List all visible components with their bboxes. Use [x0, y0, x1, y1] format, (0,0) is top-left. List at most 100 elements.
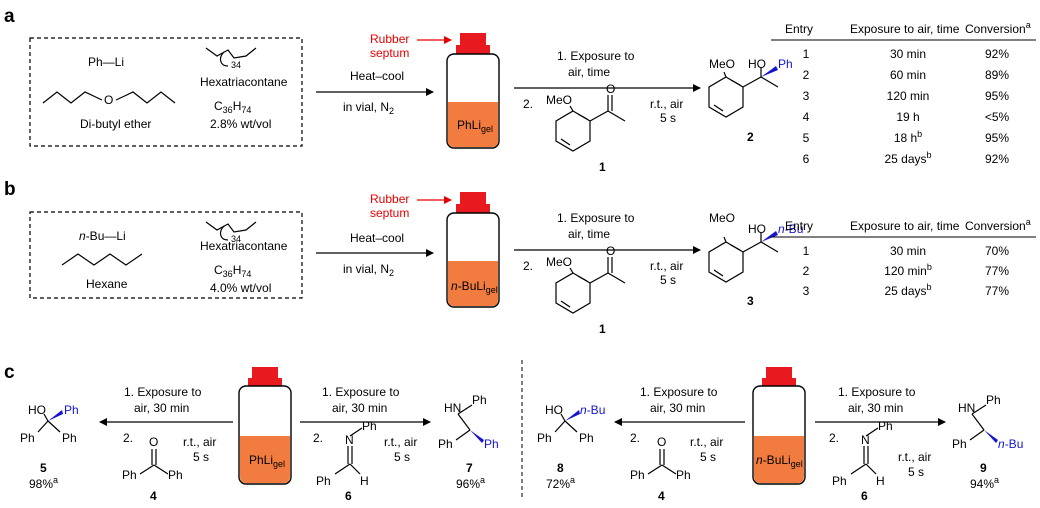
in-vial-label: in vial, N2 — [343, 100, 394, 116]
imine-6-structure — [334, 427, 363, 475]
table-cell-conversion: 89% — [985, 68, 1009, 82]
table-cell-entry: 2 — [803, 68, 810, 82]
step1-label: 1. Exposure to — [124, 385, 202, 399]
vial-label: PhLigel — [457, 118, 493, 134]
step2-number: 2. — [523, 97, 533, 111]
vial-gel — [448, 102, 498, 147]
hexatriacontane-structure — [205, 221, 257, 241]
panel-label: a — [4, 6, 15, 27]
compound-yield: 96%a — [456, 475, 485, 491]
phenyl-label: Ph — [168, 468, 183, 482]
heat-cool-label: Heat–cool — [350, 69, 404, 83]
table-cell-entry: 1 — [803, 244, 810, 258]
product-hydroxyl: HO — [545, 403, 563, 417]
product-2-structure — [708, 68, 779, 118]
step2-condition: 5 s — [700, 450, 716, 464]
table-cell-conversion: 92% — [985, 152, 1009, 166]
table-cell-conversion: 77% — [985, 264, 1009, 278]
reaction-arrow-to-5: 1. Exposure to air, 30 min 2. r.t., air … — [99, 385, 233, 464]
septum-label: septum — [370, 206, 409, 220]
compound-number: 9 — [980, 461, 987, 475]
table-cell-conversion: 95% — [985, 89, 1009, 103]
imine-6-structure — [850, 427, 879, 475]
amine-label: HN — [958, 401, 975, 415]
step2-condition: 5 s — [394, 450, 410, 464]
step1-label: 1. Exposure to — [640, 385, 718, 399]
panel-b: b n-Bu—Li Hexane 34 Hexatriacontane C36H… — [4, 179, 1036, 336]
table-cell-time: 25 daysb — [884, 282, 931, 298]
phenyl-label: Ph — [472, 393, 487, 407]
vial-neck — [456, 204, 490, 213]
table-cell-conversion: <5% — [985, 110, 1010, 124]
reagent-box-border — [29, 211, 303, 299]
table-cell-entry: 2 — [803, 264, 810, 278]
step2-condition: r.t., air — [384, 435, 417, 449]
table-header: Entry — [785, 22, 813, 36]
step1-label: air, 30 min — [134, 401, 189, 415]
ketone-oxygen: O — [606, 244, 615, 258]
ketone-methoxy: MeO — [546, 255, 572, 269]
phenyl-label: Ph — [484, 437, 499, 451]
step2-number: 2. — [123, 431, 133, 445]
hexatriacontane-structure — [205, 47, 257, 67]
phenyl-label: Ph — [878, 419, 893, 433]
compound-number: 7 — [466, 461, 473, 475]
reagent-box: Ph—Li O Di-butyl ether 34 Hexatriacontan… — [29, 37, 303, 147]
product-butyl-label: n-Bu — [778, 222, 803, 236]
step2-number: 2. — [829, 431, 839, 445]
butyl-label: n-Bu — [580, 403, 605, 417]
reaction-arrow: 1. Exposure to air, time 2. r.t., air 5 … — [514, 211, 701, 287]
reaction-arrow-to-7: 1. Exposure to air, 30 min 2. r.t., air … — [300, 385, 431, 464]
step2-condition: r.t., air — [650, 97, 683, 111]
compound-number: 3 — [747, 294, 754, 308]
product-hydroxyl: HO — [748, 222, 766, 236]
vial-cap — [766, 367, 792, 379]
gelator-formula: C36H74 — [214, 99, 251, 115]
compound-number: 1 — [599, 322, 606, 336]
imine-nitrogen: N — [861, 433, 870, 447]
ketone-1-structure — [555, 257, 626, 314]
phenyl-label: Ph — [62, 431, 77, 445]
step1-label: 1. Exposure to — [557, 49, 635, 63]
wedge-bond-highlight — [761, 66, 778, 77]
table-header: Entry — [785, 219, 813, 233]
table-cell-time: 19 h — [896, 110, 919, 124]
table-cell-entry: 5 — [803, 131, 810, 145]
phenyl-label: Ph — [630, 468, 645, 482]
phenyl-label: Ph — [579, 431, 594, 445]
table-cell-time: 120 min — [887, 89, 930, 103]
heat-cool-label: Heat–cool — [350, 231, 404, 245]
product-5-structure — [37, 413, 61, 433]
step1-label: air, 30 min — [650, 401, 705, 415]
vial-label: n-BuLigel — [756, 453, 803, 469]
table-cell-time: 60 min — [890, 68, 926, 82]
gelator-concentration: 4.0% wt/vol — [210, 281, 271, 295]
ether-oxygen: O — [104, 93, 113, 107]
amine-label: HN — [444, 401, 461, 415]
wedge-bond-highlight — [48, 410, 63, 421]
ketone-1-structure — [555, 95, 626, 152]
gelator-formula: C36H74 — [214, 263, 251, 279]
table-header: Conversiona — [965, 217, 1031, 233]
phli-gel-vial: PhLigel — [238, 367, 292, 485]
solvent-name: Hexane — [86, 277, 128, 291]
reaction-arrow-to-9: 1. Exposure to air, 30 min 2. r.t., air … — [815, 385, 946, 479]
compound-yield: 72%a — [546, 475, 575, 491]
table-cell-time: 120 minb — [884, 262, 932, 278]
in-vial-label: in vial, N2 — [343, 262, 394, 278]
reaction-arrow: 1. Exposure to air, time 2. r.t., air 5 … — [514, 49, 701, 125]
step2-number: 2. — [313, 431, 323, 445]
solvent-name: Di-butyl ether — [80, 117, 151, 131]
carbonyl-oxygen: O — [657, 435, 666, 449]
step2-condition: 5 s — [660, 111, 676, 125]
butyllithium-label: n-Bu—Li — [79, 229, 126, 243]
table-header: Exposure to air, time — [850, 219, 960, 233]
panel-label: c — [4, 362, 15, 383]
step1-label: 1. Exposure to — [322, 385, 400, 399]
step2-condition: 5 s — [660, 273, 676, 287]
step1-label: 1. Exposure to — [557, 211, 635, 225]
phenyl-label: Ph — [537, 431, 552, 445]
